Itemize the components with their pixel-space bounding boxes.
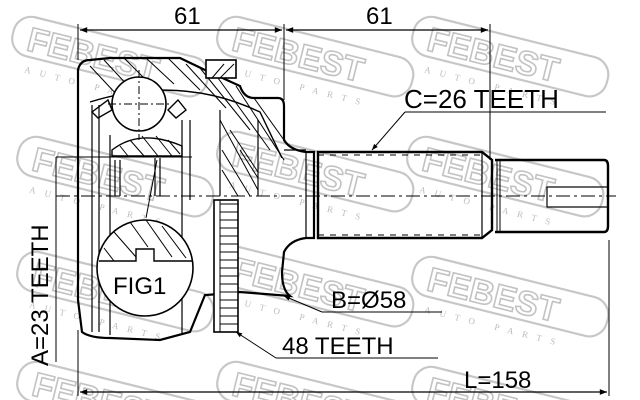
inner-hub: [55, 156, 192, 362]
output-shaft: [284, 149, 610, 240]
watermark-brand: FEBEST: [228, 366, 368, 400]
length-l-label: L=158: [464, 367, 531, 394]
spline-a-label: A=23 TEETH: [27, 224, 54, 366]
fig1-detail: FIG1: [96, 219, 194, 317]
dim-top-right: 61: [366, 3, 393, 30]
fig1-label: FIG1: [113, 273, 166, 300]
outer-housing: [76, 56, 316, 342]
diameter-b-callout: B=Ø58: [283, 287, 442, 314]
diameter-b-label: B=Ø58: [331, 287, 406, 314]
abs-ring: [213, 199, 239, 333]
watermark-brand: FEBEST: [28, 366, 168, 400]
top-dimensions: 61 61: [77, 3, 491, 160]
length-dimension: L=158: [77, 240, 610, 396]
dim-top-left: 61: [174, 3, 201, 30]
abs-teeth-callout: 48 TEETH: [235, 331, 438, 360]
spline-c-label: C=26 TEETH: [404, 84, 559, 114]
ball-bearing: [90, 70, 187, 157]
abs-teeth-label: 48 TEETH: [282, 333, 394, 360]
spline-c-callout: C=26 TEETH: [371, 84, 606, 151]
